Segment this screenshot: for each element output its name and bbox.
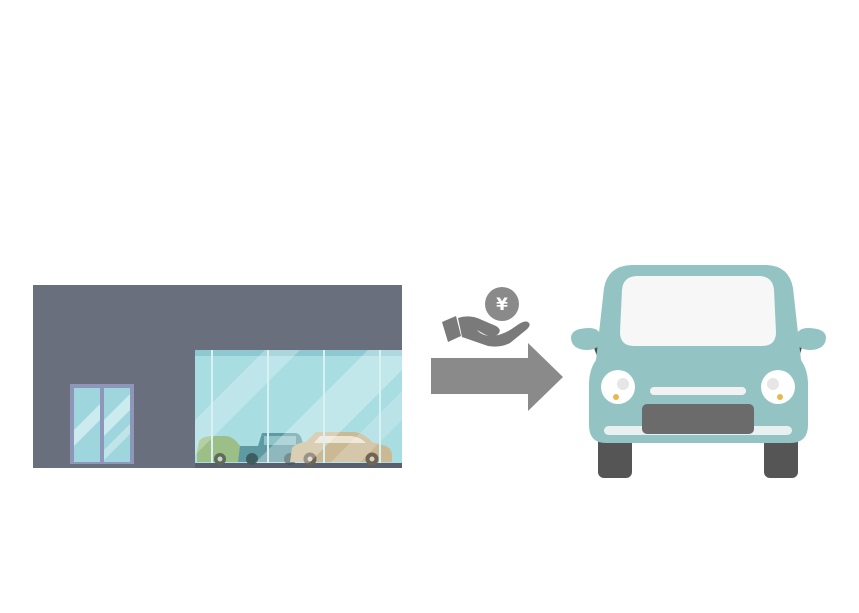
right-arrow-icon bbox=[431, 343, 563, 411]
entrance-door bbox=[70, 384, 134, 464]
yen-symbol: ¥ bbox=[496, 295, 508, 315]
right-headlight bbox=[761, 370, 795, 404]
left-headlight bbox=[601, 370, 635, 404]
showroom-car-beige bbox=[290, 432, 392, 466]
dealership-building-icon bbox=[33, 285, 402, 468]
car-front-icon bbox=[571, 265, 826, 478]
right-mirror bbox=[795, 328, 826, 350]
yen-coin bbox=[485, 287, 519, 321]
windshield bbox=[620, 276, 776, 346]
upper-trim bbox=[650, 387, 746, 395]
showroom-window bbox=[195, 350, 402, 466]
left-mirror bbox=[571, 328, 602, 350]
hand-with-yen-coin-icon: ¥ bbox=[442, 287, 530, 347]
grille bbox=[642, 404, 754, 434]
